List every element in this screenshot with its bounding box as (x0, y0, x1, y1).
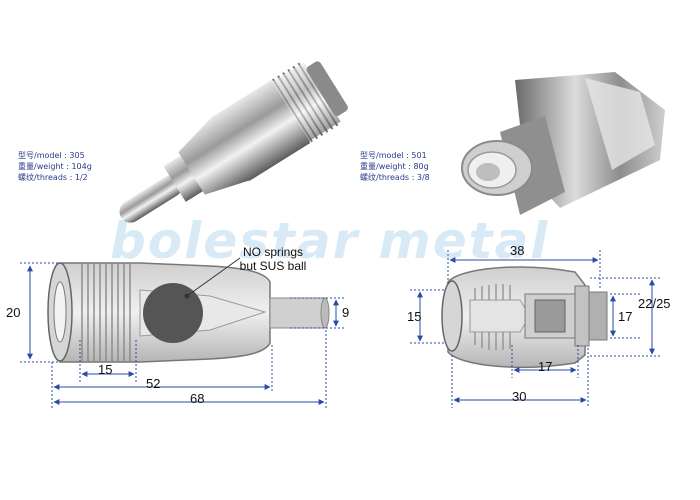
watermark-logo: bolestar metal (110, 212, 550, 270)
specs-501: 型号/model : 501 重量/weight : 80g 螺纹/thread… (360, 150, 430, 183)
dim-label-38: 38 (510, 243, 525, 258)
dim-label-22-25: 22/25 (638, 296, 671, 311)
spec-weight: 重量/weight : 104g (18, 162, 92, 171)
dim-label-17: 17 (618, 309, 633, 324)
dim-label-9: 9 (342, 305, 350, 320)
spec-model: 型号/model : 501 (360, 151, 427, 160)
dim-label-17: 17 (538, 359, 553, 374)
dimension-lines-501 (410, 250, 660, 408)
spec-threads: 螺纹/threads : 1/2 (18, 173, 88, 182)
dim-label-15: 15 (98, 362, 113, 377)
spec-threads: 螺纹/threads : 3/8 (360, 173, 430, 182)
ball-callout-note: NO springs but SUS ball (228, 245, 318, 273)
dim-label-52: 52 (146, 376, 161, 391)
note-line-1: NO springs (242, 245, 304, 259)
note-line-2: but SUS ball (239, 259, 307, 273)
drawing-nipple-305 (47, 257, 330, 363)
photo-nipple-501 (461, 72, 665, 215)
specs-305: 型号/model : 305 重量/weight : 104g 螺纹/threa… (18, 150, 92, 183)
dim-label-15: 15 (407, 309, 422, 324)
drawing-nipple-501 (441, 266, 608, 369)
photo-nipple-305 (119, 61, 348, 223)
dim-label-20: 20 (6, 305, 21, 320)
spec-model: 型号/model : 305 (18, 151, 85, 160)
dim-label-30: 30 (512, 389, 527, 404)
spec-weight: 重量/weight : 80g (360, 162, 429, 171)
dimension-lines-305 (20, 262, 346, 408)
dim-label-68: 68 (190, 391, 205, 406)
